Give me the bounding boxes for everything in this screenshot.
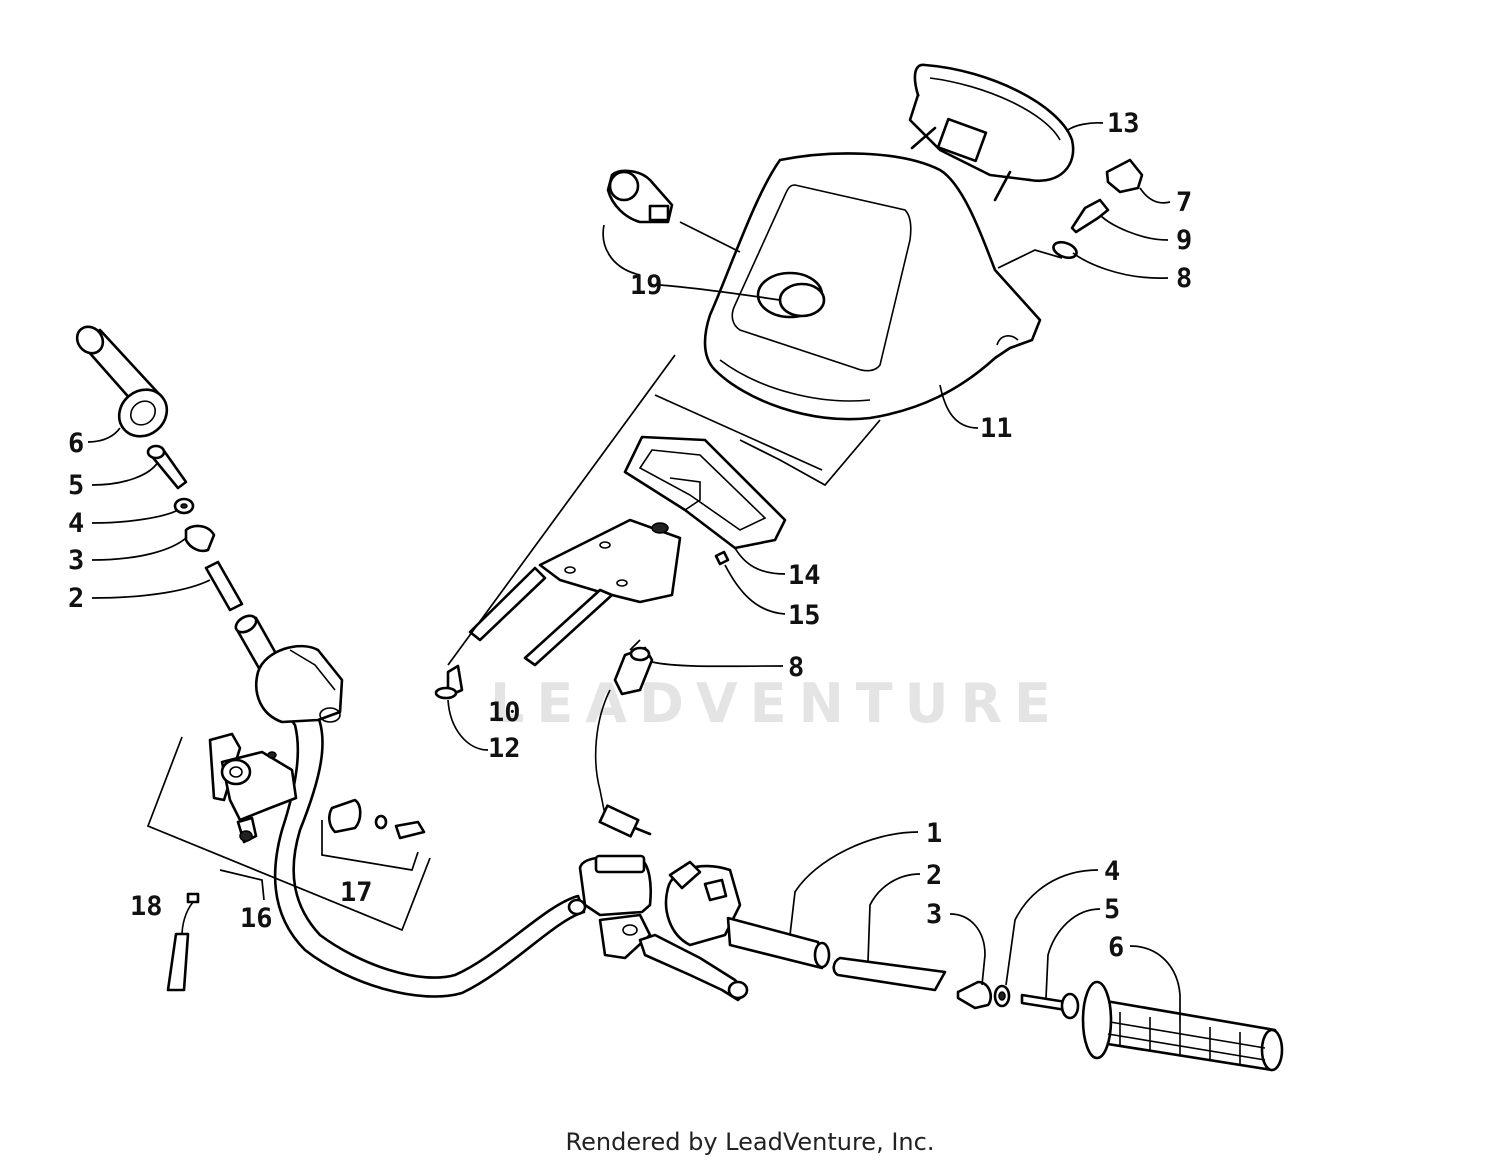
handlebar-pod-part[interactable] [703,152,1042,421]
callout-16: 16 [240,903,273,934]
brake-lever-part[interactable] [638,933,749,1002]
callout-6-right: 6 [1108,932,1124,963]
callout-4-left: 4 [68,508,84,539]
callout-8-upper: 8 [1176,263,1192,294]
callout-9: 9 [1176,225,1192,256]
left-grip-part[interactable] [72,322,176,446]
watermark: LEADVENTURE [490,672,1063,735]
callout-15: 15 [788,600,821,631]
right-bar-insert-part[interactable] [832,956,947,992]
footer-credit: Rendered by LeadVenture, Inc. [565,1128,935,1156]
right-bar-end-part[interactable] [956,980,992,1010]
callout-11: 11 [980,413,1013,444]
callout-2-right: 2 [926,860,942,891]
right-grip-part[interactable] [1081,980,1284,1072]
right-handlebar-end-part[interactable] [726,916,831,970]
callout-17: 17 [340,877,373,908]
brake-master-cylinder-part[interactable] [567,854,652,960]
throttle-clamp-part[interactable] [328,798,426,840]
callout-6-left: 6 [68,428,84,459]
callout-14: 14 [788,560,821,591]
callout-4-right: 4 [1104,856,1120,887]
callout-1: 1 [926,818,942,849]
callout-13: 13 [1107,108,1140,139]
ignition-switch-part-19[interactable] [756,271,826,319]
callout-19: 19 [630,270,663,301]
callout-8-lower: 8 [788,652,804,683]
left-bolt-part[interactable] [146,444,188,490]
callout-3-left: 3 [68,545,84,576]
speedometer-part[interactable] [908,63,1075,202]
gauge-bezel-part[interactable] [623,435,787,550]
left-washer-part[interactable] [173,497,195,515]
throttle-housing-part[interactable] [255,644,344,724]
key-part[interactable] [1070,198,1110,234]
callout-2-left: 2 [68,583,84,614]
key-washer-part[interactable] [1051,239,1078,260]
screw-part-15[interactable] [714,550,730,566]
callout-labels: 13 7 9 8 19 11 6 5 4 3 2 14 15 8 10 12 1… [68,108,1192,963]
svg-text:LEADVENTURE: LEADVENTURE [490,672,1063,735]
callout-18: 18 [130,891,163,922]
push-rivet-part[interactable] [434,664,464,700]
ignition-switch-harness-part[interactable] [594,646,654,838]
cable-end-part[interactable] [166,892,200,992]
callout-7: 7 [1176,187,1192,218]
right-bolt-part[interactable] [1020,992,1080,1020]
leader-lines [87,121,1181,1022]
accessory-outlet-part[interactable] [606,169,741,253]
left-bar-insert-part[interactable] [204,560,244,612]
callout-5-left: 5 [68,470,84,501]
key-cap-part[interactable] [1105,158,1144,194]
throttle-lever-part[interactable] [208,732,298,844]
callout-12: 12 [488,733,521,764]
mounting-bracket-part[interactable] [468,518,682,667]
callout-3-right: 3 [926,899,942,930]
right-washer-part[interactable] [993,984,1011,1008]
left-bar-end-part[interactable] [184,524,216,553]
callout-10: 10 [488,697,521,728]
callout-5-right: 5 [1104,894,1120,925]
